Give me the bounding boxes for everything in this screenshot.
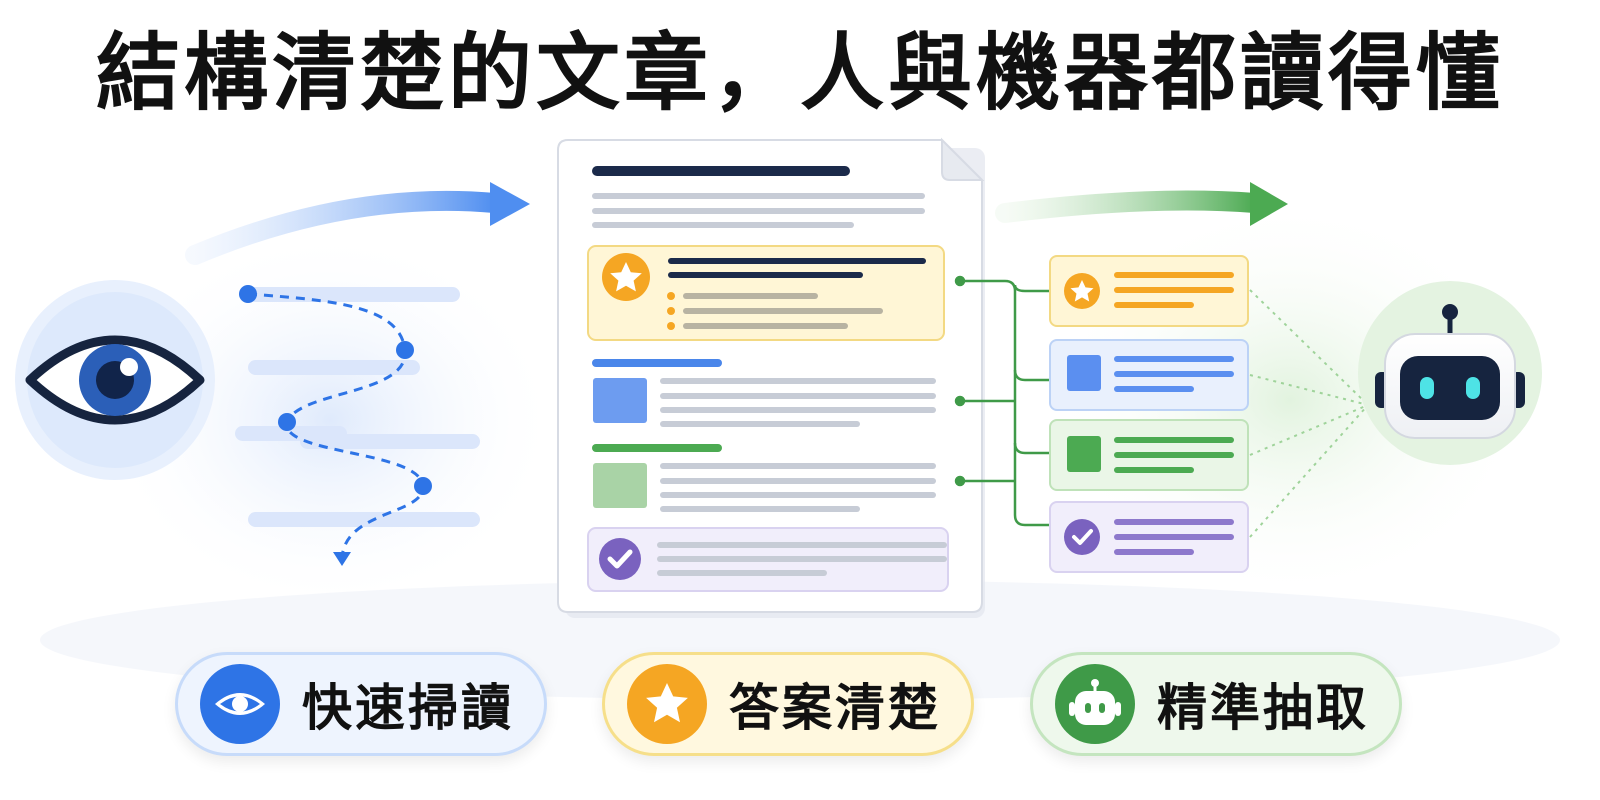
reading-path [239, 285, 432, 566]
scan-line [300, 434, 480, 449]
path-node [239, 285, 257, 303]
scan-line [248, 512, 480, 527]
extracted-card-answer [1049, 255, 1249, 327]
doc-text-line [592, 193, 925, 199]
badge-label: 快速掃讀 [302, 679, 514, 737]
extracted-card-blue [1049, 339, 1249, 411]
eye-icon [15, 280, 215, 480]
arrow-right-icon [185, 182, 530, 265]
scan-lines [235, 287, 480, 527]
robot-dotted-links [1249, 289, 1369, 538]
answer-box [587, 245, 945, 341]
star-icon [1064, 273, 1100, 309]
doc-text-line [592, 222, 854, 228]
eye-icon [200, 664, 280, 744]
badge-precise-extraction: 精準抽取 [1030, 652, 1402, 756]
badge-label: 精準抽取 [1157, 679, 1369, 737]
check-icon [1064, 519, 1100, 555]
extraction-connectors [954, 275, 1050, 527]
document-icon [557, 137, 985, 618]
scan-line [248, 360, 420, 375]
chevron-down-icon [333, 552, 351, 566]
badge-label: 答案清楚 [729, 679, 941, 737]
doc-heading-line [592, 166, 850, 176]
doc-text-line [592, 208, 925, 214]
badge-quick-scan: 快速掃讀 [175, 652, 547, 756]
robot-icon [1358, 281, 1542, 465]
scan-line [248, 287, 460, 302]
extracted-card-check [1049, 501, 1249, 573]
section-blue [592, 359, 936, 427]
extracted-card-green [1049, 419, 1249, 491]
section-green [592, 444, 936, 512]
page-title: 結構清楚的文章，人與機器都讀得懂 [95, 24, 1504, 122]
star-icon [602, 253, 650, 301]
summary-box [587, 527, 949, 592]
arrow-right-icon [995, 182, 1288, 226]
star-icon [627, 664, 707, 744]
path-node [396, 341, 414, 359]
path-node [278, 413, 296, 431]
robot-icon [1055, 664, 1135, 744]
badge-clear-answer: 答案清楚 [602, 652, 974, 756]
path-node [414, 477, 432, 495]
check-icon [599, 538, 641, 580]
